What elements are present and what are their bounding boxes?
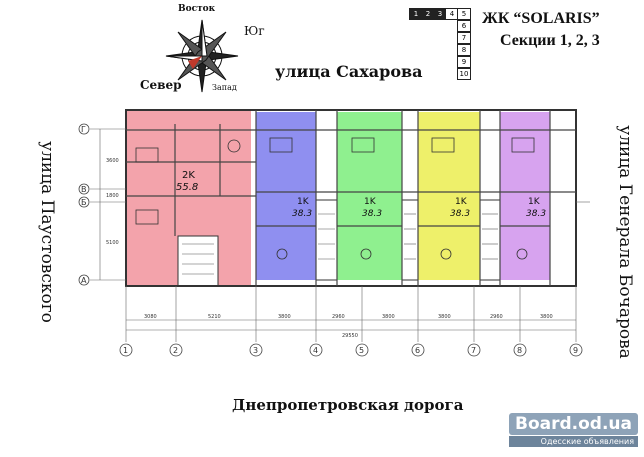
col-axis-label: 5 bbox=[359, 346, 364, 355]
row-axis-label: В bbox=[81, 185, 87, 194]
col-dim-label: 5210 bbox=[208, 314, 221, 320]
compass bbox=[150, 6, 260, 96]
floor-plan: 2K 55.8 1K 38.3 1K 38.3 1K 38.3 1K 38.3 … bbox=[70, 104, 590, 368]
apartment-yellow-block bbox=[418, 112, 480, 280]
apartment-blue-block bbox=[256, 112, 316, 280]
col-dim-label: 2960 bbox=[490, 314, 503, 320]
col-dim-label: 2960 bbox=[332, 314, 345, 320]
row-axis-label: Г bbox=[81, 125, 86, 134]
apartment-purple-block bbox=[500, 112, 550, 280]
apartment-area-label: 38.3 bbox=[292, 209, 312, 219]
compass-north-label: Север bbox=[140, 78, 182, 92]
watermark: Board.od.ua Одесские объявления bbox=[509, 413, 638, 447]
row-dim-label: 5100 bbox=[106, 240, 119, 246]
street-right: улица Генерала Бочарова bbox=[615, 125, 635, 359]
floor-9: 9 bbox=[457, 56, 471, 68]
col-axis-label: 1 bbox=[123, 346, 128, 355]
street-bottom: Днепропетровская дорога bbox=[232, 396, 464, 414]
floor-10: 10 bbox=[457, 68, 471, 80]
col-axis-label: 8 bbox=[517, 346, 522, 355]
col-dim-label: 3800 bbox=[278, 314, 291, 320]
row-axis-label: Б bbox=[81, 198, 87, 207]
compass-south-label: Юг bbox=[244, 24, 265, 38]
floor-6: 6 bbox=[457, 20, 471, 32]
apartment-area-label: 38.3 bbox=[362, 209, 382, 219]
street-top: улица Сахарова bbox=[275, 62, 423, 81]
col-axis-label: 6 bbox=[415, 346, 420, 355]
watermark-site: Board.od.ua bbox=[509, 413, 638, 435]
col-dim-label: 3800 bbox=[540, 314, 553, 320]
row-dim-label: 3600 bbox=[106, 158, 119, 164]
col-axis-label: 3 bbox=[253, 346, 258, 355]
complex-title: ЖК “SOLARIS” bbox=[482, 10, 600, 27]
col-axis-label: 2 bbox=[173, 346, 178, 355]
watermark-sub: Одесские объявления bbox=[509, 436, 638, 447]
apartment-type-label: 1K bbox=[455, 197, 468, 207]
floor-plan-drawing: 2K 55.8 1K 38.3 1K 38.3 1K 38.3 1K 38.3 … bbox=[78, 109, 590, 357]
compass-west-label: Запад bbox=[212, 83, 237, 92]
sections-title: Секции 1, 2, 3 bbox=[500, 32, 600, 49]
apartment-area-label: 38.3 bbox=[450, 209, 470, 219]
floor-5: 5 bbox=[457, 8, 471, 20]
col-dim-label: 3800 bbox=[382, 314, 395, 320]
total-dim-label: 29550 bbox=[342, 333, 358, 339]
street-left: улица Паустовского bbox=[37, 141, 57, 323]
apartment-type-label: 1K bbox=[297, 197, 310, 207]
apartment-area-label: 38.3 bbox=[526, 209, 546, 219]
col-dim-label: 3080 bbox=[144, 314, 157, 320]
apartment-type-label: 1K bbox=[528, 197, 541, 207]
floor-8: 8 bbox=[457, 44, 471, 56]
row-axis-label: А bbox=[81, 276, 87, 285]
floor-1: 1 bbox=[409, 8, 423, 20]
col-axis-label: 7 bbox=[471, 346, 476, 355]
floor-4: 4 bbox=[445, 8, 459, 20]
col-axis-label: 9 bbox=[573, 346, 578, 355]
col-dim-label: 3800 bbox=[438, 314, 451, 320]
compass-rose-icon bbox=[165, 19, 239, 93]
row-dim-label: 1800 bbox=[106, 193, 119, 199]
apartment-area-label: 55.8 bbox=[176, 182, 198, 193]
floor-7: 7 bbox=[457, 32, 471, 44]
apartment-type-label: 1K bbox=[364, 197, 377, 207]
col-axis-label: 4 bbox=[313, 346, 318, 355]
apartment-green-block bbox=[337, 112, 402, 280]
compass-east-label: Восток bbox=[178, 4, 216, 14]
apartment-type-label: 2K bbox=[182, 170, 195, 181]
